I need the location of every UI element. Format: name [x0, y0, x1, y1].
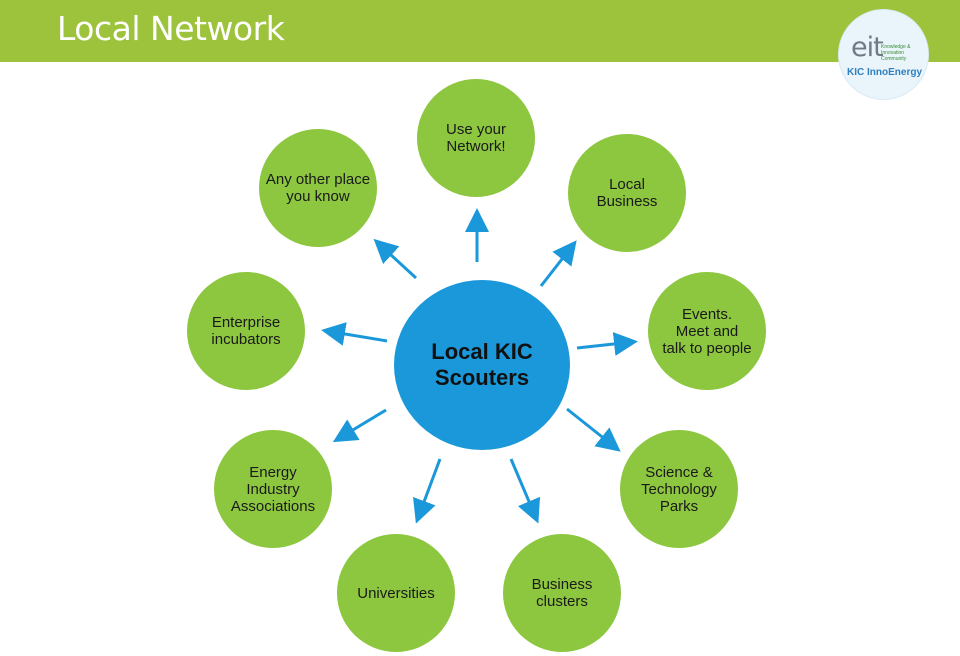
page-title: Local Network: [57, 9, 285, 48]
header-bar: Local Network: [0, 0, 960, 62]
node-energy-industry-associations: Energy Industry Associations: [214, 430, 332, 548]
node-events: Events. Meet and talk to people: [648, 272, 766, 390]
arrow-to-any-other-place: [373, 238, 418, 280]
logo-name: KIC InnoEnergy: [847, 67, 923, 78]
eit-kic-innoenergy-logo: eit Knowledge & Innovation Community KIC…: [838, 9, 929, 100]
arrow-to-events: [576, 332, 638, 356]
node-any-other-place: Any other place you know: [259, 129, 377, 247]
node-use-your-network: Use your Network!: [417, 79, 535, 197]
center-node: Local KIC Scouters: [394, 280, 570, 450]
center-node-label: Local KIC Scouters: [431, 339, 533, 390]
node-label: Use your Network!: [445, 121, 507, 155]
node-label: Any other place you know: [265, 171, 371, 205]
logo-mark: eit: [851, 32, 884, 63]
logo-subtitle: Knowledge & Innovation Community: [881, 44, 911, 62]
arrow-to-business-clusters: [509, 458, 541, 524]
node-enterprise-incubators: Enterprise incubators: [187, 272, 305, 390]
node-label: Energy Industry Associations: [230, 463, 316, 515]
arrow-to-local-business: [539, 240, 577, 287]
arrow-to-energy-associations: [332, 408, 387, 443]
node-label: Enterprise incubators: [211, 314, 281, 348]
node-business-clusters: Business clusters: [503, 534, 621, 652]
node-universities: Universities: [337, 534, 455, 652]
node-local-business: Local Business: [568, 134, 686, 252]
node-label: Local Business: [596, 176, 658, 210]
node-label: Business clusters: [531, 576, 593, 610]
node-label: Events. Meet and talk to people: [662, 305, 752, 357]
arrow-to-universities: [413, 458, 442, 524]
node-science-technology-parks: Science & Technology Parks: [620, 430, 738, 548]
arrow-to-science-parks: [566, 407, 621, 452]
node-label: Science & Technology Parks: [641, 463, 717, 515]
node-label: Universities: [357, 584, 435, 602]
arrow-to-enterprise-incubators: [321, 322, 388, 346]
